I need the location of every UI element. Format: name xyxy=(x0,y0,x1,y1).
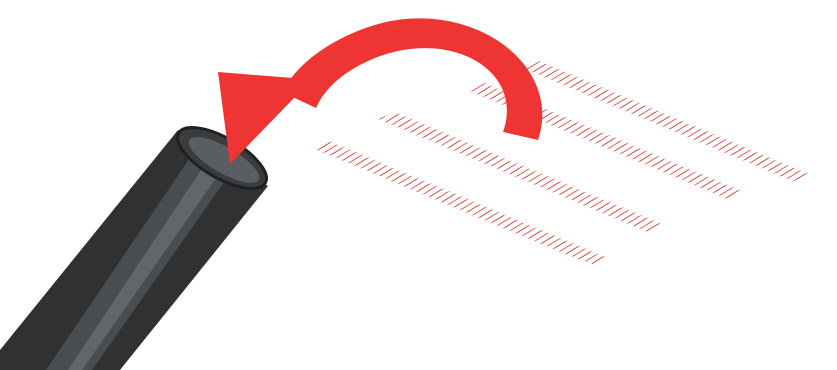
strip-array-icon xyxy=(310,61,808,265)
arrow-shaft xyxy=(282,18,542,140)
arrow-head xyxy=(218,72,318,164)
